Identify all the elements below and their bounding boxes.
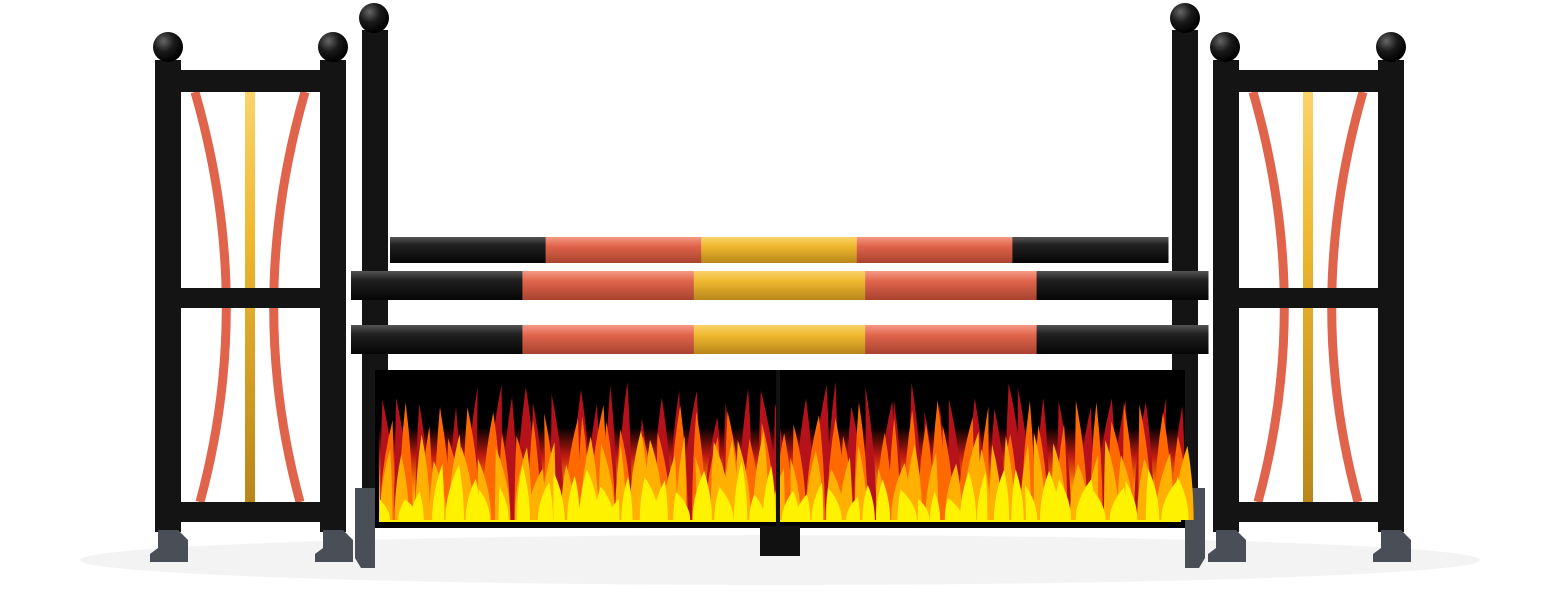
flame [653,480,668,520]
flame [897,489,917,520]
flame [553,471,565,520]
ball-cap [1210,32,1240,62]
filler-center-foot [760,526,800,556]
flame [432,463,445,520]
flame [795,494,811,520]
flame [621,476,633,520]
flame [692,471,712,520]
right-wing-rail [1239,288,1378,308]
ball-cap [1376,32,1406,62]
left-wing-rail [181,288,320,308]
pole-segment-orange [865,271,1038,300]
flame [839,456,853,520]
ground-shadow [80,535,1480,585]
ball-cap [359,3,389,33]
flame [673,491,691,520]
flame [410,491,424,520]
flame [1024,484,1038,520]
right-wing-rail [1239,502,1378,522]
pole-segment-orange [856,237,1013,263]
wing-foot [315,530,353,562]
filler-divider [776,370,780,528]
flame [876,479,891,520]
pole-segment-orange [865,325,1038,354]
flame [960,471,977,520]
left-wing-post [155,60,181,532]
left-wing-post [320,60,346,532]
flame [445,464,464,520]
flame [1109,487,1127,520]
flame [917,498,930,520]
pole-segment-yellow [701,237,858,263]
flame [733,460,748,520]
flame [579,469,599,520]
flame [1145,468,1160,520]
flame [498,486,509,520]
pole-segment-black [1012,237,1169,263]
wing-foot [1208,530,1246,562]
flame [811,482,824,520]
ball-cap [1170,3,1200,33]
standard-foot [355,488,375,568]
flame [478,489,491,520]
flame [1053,479,1071,520]
flame [714,487,734,520]
flame [639,477,659,520]
flame [993,469,1010,520]
pole-segment-orange [522,325,695,354]
ball-cap [153,32,183,62]
flame [944,498,963,520]
pole-segment-black [390,237,547,263]
flame [749,494,765,520]
flame [826,488,842,520]
flame [537,482,553,520]
pole-segment-orange [545,237,702,263]
flame [567,475,580,520]
flame [465,478,481,520]
flame-filler [375,370,1194,556]
ball-cap [318,32,348,62]
flame [379,499,391,520]
right-wing-post [1213,60,1239,532]
flame [1173,476,1189,520]
wing-foot [150,530,188,562]
flame [1011,469,1024,520]
flame [1088,488,1106,520]
left-wing [150,32,353,562]
flame [380,448,393,520]
flame [862,484,875,520]
pole-segment-yellow [693,325,866,354]
flame [608,498,620,520]
flame [762,465,776,520]
right-wing-rail [1213,70,1404,92]
pole-segment-black [351,271,523,300]
flame [1125,480,1138,520]
flame [846,496,861,520]
flame [494,447,511,520]
flame [976,471,988,520]
right-wing-post [1378,60,1404,532]
flame [929,491,941,520]
left-wing-rail [155,70,346,92]
flames [379,380,1194,520]
poles [351,237,1209,354]
pole-segment-black [1036,271,1209,300]
pole-segment-orange [522,271,695,300]
pole-segment-yellow [693,271,866,300]
flame [516,464,530,520]
right-wing [1208,32,1411,562]
pole-segment-black [351,325,523,354]
flame [781,490,800,520]
wing-foot [1373,530,1411,562]
left-wing-rail [181,502,320,522]
pole-segment-black [1036,325,1209,354]
flame [595,486,614,520]
